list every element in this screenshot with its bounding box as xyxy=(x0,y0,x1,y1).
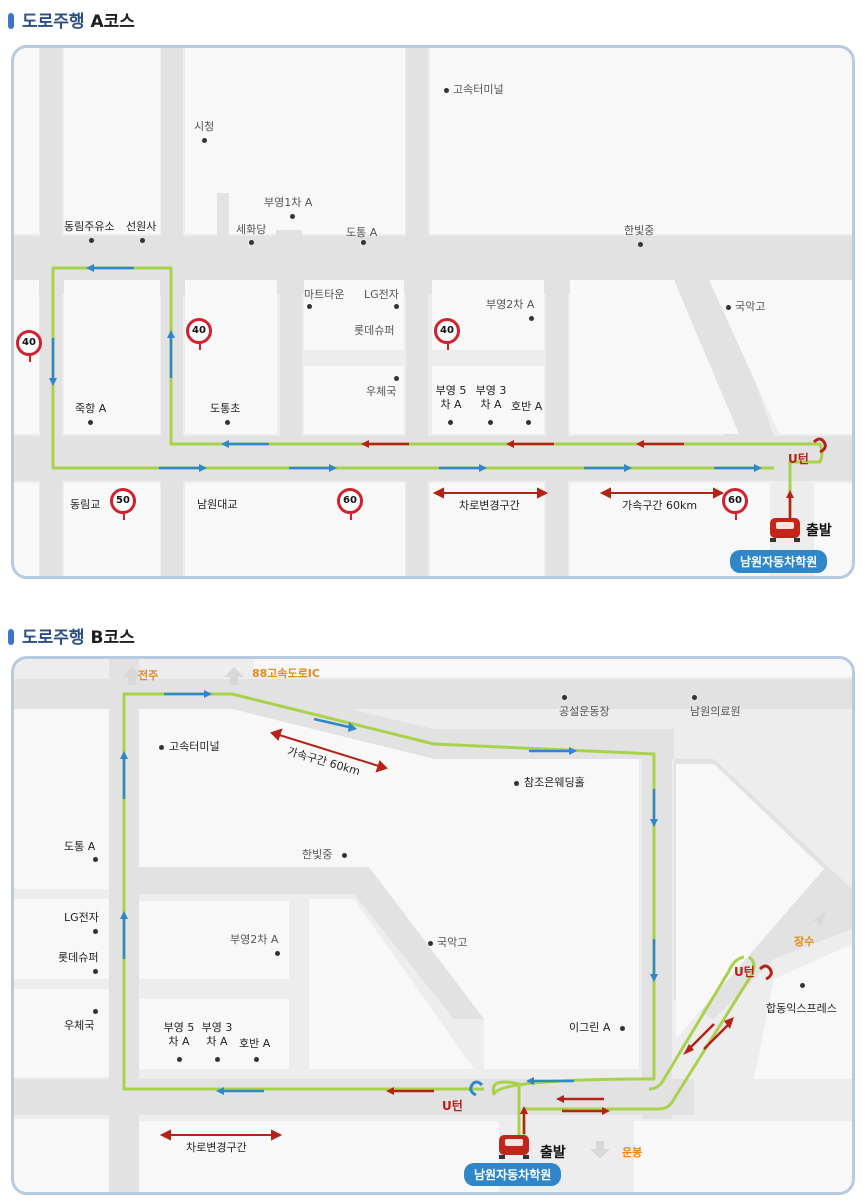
landmark: 참조은웨딩홀 xyxy=(524,776,585,789)
driving-school-badge: 남원자동차학원 xyxy=(730,550,828,573)
landmark: 부영 5차 A xyxy=(163,1021,195,1048)
landmark: 동림주유소 xyxy=(64,220,115,233)
course-a-title: 도로주행 A코스 xyxy=(8,7,135,32)
uturn-icon xyxy=(758,964,773,981)
landmark: 롯데슈퍼 xyxy=(58,951,99,964)
uturn-label: U턴 xyxy=(734,965,755,979)
landmark: 공설운동장 xyxy=(559,705,610,718)
car-icon xyxy=(770,518,800,542)
landmark: 마트타운 xyxy=(304,288,345,301)
car-icon xyxy=(499,1135,529,1159)
landmark: 롯데슈퍼 xyxy=(354,324,395,337)
lane-change-zone-label: 차로변경구간 xyxy=(186,1141,247,1154)
uturn-icon xyxy=(469,1080,484,1097)
landmark: 고속터미널 xyxy=(169,740,220,753)
landmark: 국악고 xyxy=(735,300,766,313)
landmark: 부영2차 A xyxy=(486,298,535,311)
landmark: 남원의료원 xyxy=(690,705,741,718)
speed-limit-sign: 60 xyxy=(722,488,748,520)
start-label: 출발 xyxy=(806,523,832,539)
landmark: 호반 A xyxy=(239,1037,271,1050)
landmark: 부영2차 A xyxy=(230,933,279,946)
landmark: 남원대교 xyxy=(197,498,238,511)
landmark: 선원사 xyxy=(126,220,157,233)
landmark: 호반 A xyxy=(511,400,543,413)
direction-label: 88고속도로IC xyxy=(252,667,320,680)
direction-label: 장수 xyxy=(794,935,815,948)
landmark: 국악고 xyxy=(437,936,468,949)
direction-label: 운봉 xyxy=(622,1146,643,1159)
landmark: 한빛중 xyxy=(624,224,655,237)
landmark: 부영 3차 A xyxy=(475,384,507,411)
uturn-label: U턴 xyxy=(788,452,809,466)
uturn-label: U턴 xyxy=(442,1099,463,1113)
landmark: 이그린 A xyxy=(569,1021,611,1034)
title-bullet-icon xyxy=(8,629,14,645)
landmark: 우체국 xyxy=(366,385,397,398)
lane-change-zone-label: 차로변경구간 xyxy=(459,499,520,512)
speed-limit-sign: 40 xyxy=(434,318,460,350)
uturn-icon xyxy=(812,437,827,454)
course-b-title: 도로주행 B코스 xyxy=(8,623,135,648)
landmark: 부영1차 A xyxy=(264,196,313,209)
speed-limit-sign: 40 xyxy=(186,318,212,350)
landmark: 도통초 xyxy=(210,402,241,415)
course-a-map-graphic xyxy=(14,48,852,576)
course-b-map-graphic xyxy=(14,659,852,1192)
landmark: 죽항 A xyxy=(75,402,107,415)
landmark: 부영 5차 A xyxy=(435,384,467,411)
speed-limit-sign: 40 xyxy=(16,330,42,362)
landmark: LG전자 xyxy=(64,911,99,924)
landmark: 세화당 xyxy=(236,223,267,236)
landmark: 한빛중 xyxy=(302,848,333,861)
course-a-map: 고속터미널 시청 부영1차 A 세화당 도통 A 동림주유소 선원사 한빛중 마… xyxy=(11,45,855,579)
driving-school-badge: 남원자동차학원 xyxy=(464,1163,562,1186)
course-b-route xyxy=(122,692,656,1139)
landmark: 우체국 xyxy=(64,1019,95,1032)
landmark: 고속터미널 xyxy=(453,83,504,96)
start-label: 출발 xyxy=(540,1145,566,1161)
speed-limit-sign: 50 xyxy=(110,488,136,520)
landmark: 합동익스프레스 xyxy=(766,1002,837,1015)
landmark: 부영 3차 A xyxy=(201,1021,233,1048)
landmark: 시청 xyxy=(194,120,215,133)
landmark: LG전자 xyxy=(364,288,399,301)
acceleration-zone-label: 가속구간 60km xyxy=(622,499,698,512)
title-bullet-icon xyxy=(8,13,14,29)
direction-label: 전주 xyxy=(138,669,159,682)
landmark: 동림교 xyxy=(70,498,101,511)
landmark: 도통 A xyxy=(346,226,378,239)
course-b-map: 전주 88고속도로IC 장수 운봉 공설운동장 남원의료원 고속터미널 참조은웨… xyxy=(11,656,855,1195)
landmark: 도통 A xyxy=(64,840,96,853)
speed-limit-sign: 60 xyxy=(337,488,363,520)
